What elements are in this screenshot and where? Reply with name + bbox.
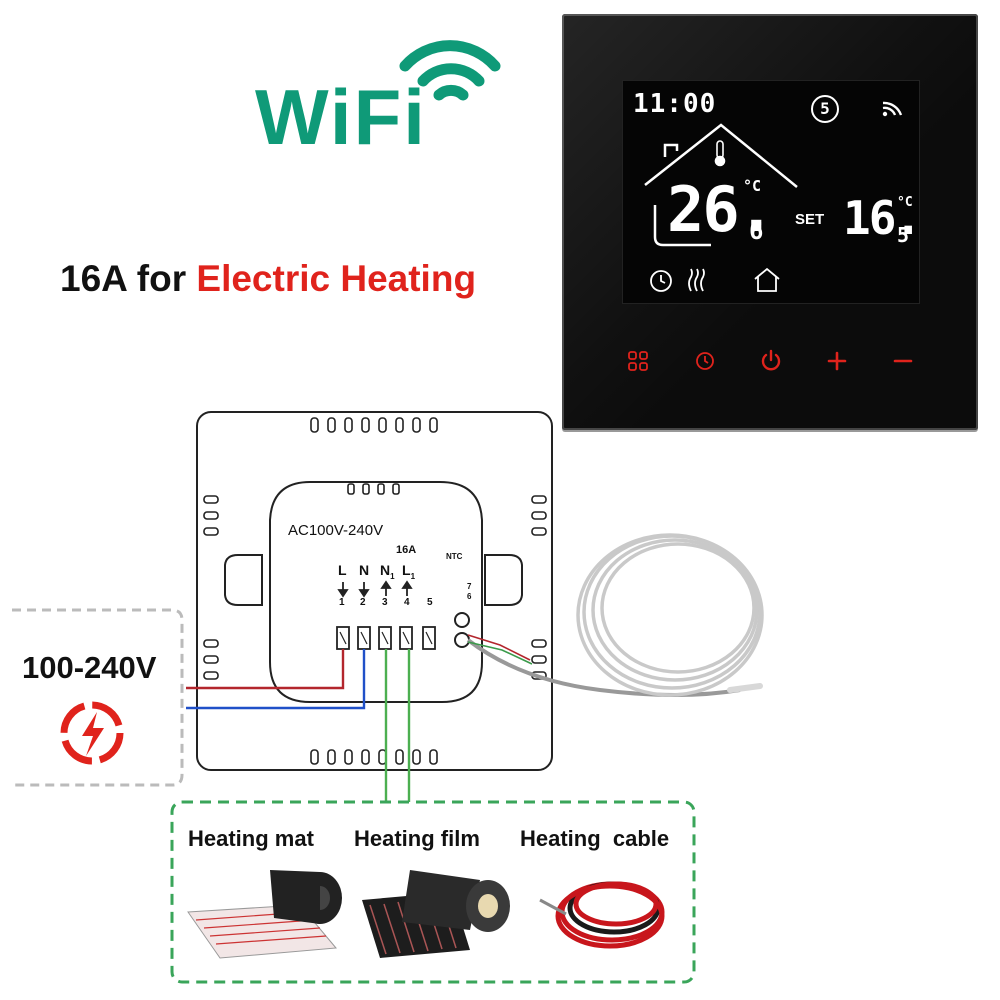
clock-button[interactable]: [690, 346, 720, 376]
plus-icon: [827, 351, 847, 371]
mount-ear-right: [484, 554, 523, 606]
power-source-box: [12, 608, 184, 787]
heater-label-cable: Heating cable: [520, 826, 670, 851]
hazard-icon: [60, 701, 124, 765]
terminal-number-3: 3: [382, 597, 388, 608]
headline: 16A for Electric Heating: [60, 258, 476, 300]
sensor-cable: [466, 638, 741, 697]
terminal-number-2: 2: [360, 597, 366, 608]
thermostat-panel: 11:00 5 26. 6 °C SET 16. 5 °C: [562, 14, 978, 430]
mount-ear-left: [224, 554, 263, 606]
power-icon: [761, 349, 781, 371]
heating-flame-icon: [688, 268, 705, 292]
ntc-terminal-7: [454, 612, 470, 628]
heating-mat-image: [187, 870, 342, 959]
set-temperature-unit: °C: [897, 195, 913, 210]
ntc-sensor-probe: [727, 683, 763, 693]
relay-module: [269, 481, 483, 703]
headline-prefix: 16A for: [60, 258, 197, 299]
heating-cable-image: [539, 881, 665, 949]
neutral-wire: [186, 649, 366, 710]
room-temperature: 26.: [667, 173, 775, 246]
set-temperature-decimal: 5: [897, 223, 910, 247]
power-button[interactable]: [756, 346, 786, 376]
heating-film-image: [362, 870, 510, 958]
lcd-display: 11:00 5 26. 6 °C SET 16. 5 °C: [622, 80, 922, 304]
terminal-number-4: 4: [404, 597, 410, 608]
headline-highlight: Electric Heating: [196, 258, 477, 299]
room-temperature-unit: °C: [743, 177, 762, 195]
wifi-signal-icon: [882, 101, 903, 117]
heater-label-film: Heating film: [354, 826, 480, 851]
room-temperature-decimal: 6: [749, 217, 764, 245]
wifi-logo-text: WiFi: [255, 73, 427, 161]
terminal-number-5: 5: [427, 597, 433, 608]
terminal-label-l1: L1: [402, 562, 416, 581]
ntc-terminal-6: [454, 632, 470, 648]
menu-icon: [628, 351, 648, 371]
clock-readout: 11:00: [633, 89, 717, 119]
ntc-label: NTC: [446, 552, 463, 561]
wiring-diagram: [12, 411, 764, 984]
wifi-icon: [399, 40, 501, 101]
set-temperature: 16.: [843, 191, 922, 245]
clock-icon: [696, 352, 714, 370]
heater-label-mat: Heating mat: [188, 826, 314, 851]
current-rating-label: 16A: [396, 544, 417, 556]
ntc-pin-6: 6: [467, 592, 472, 601]
increase-button[interactable]: [822, 346, 852, 376]
minus-icon: [893, 359, 913, 363]
terminal-label-n1: N1: [380, 562, 395, 581]
terminal-label-l: L: [338, 562, 347, 578]
away-mode-icon: [754, 267, 780, 292]
terminal-label-n: N: [359, 562, 370, 578]
decrease-button[interactable]: [888, 346, 918, 376]
live-wire: [186, 649, 345, 690]
set-label: SET: [795, 211, 825, 228]
voltage-label: AC100V-240V: [288, 522, 384, 539]
terminal-number-1: 1: [339, 597, 345, 608]
heater-options-box: [170, 800, 696, 984]
sensor-cable-coil: [576, 533, 764, 697]
thermometer-icon: [714, 140, 726, 167]
ntc-pin-7: 7: [467, 582, 472, 591]
house-outline-icon: [644, 123, 798, 247]
program-number-badge: 5: [811, 95, 839, 123]
menu-button[interactable]: [623, 346, 653, 376]
power-voltage-label: 100-240V: [22, 650, 157, 685]
schedule-clock-icon: [650, 270, 672, 292]
